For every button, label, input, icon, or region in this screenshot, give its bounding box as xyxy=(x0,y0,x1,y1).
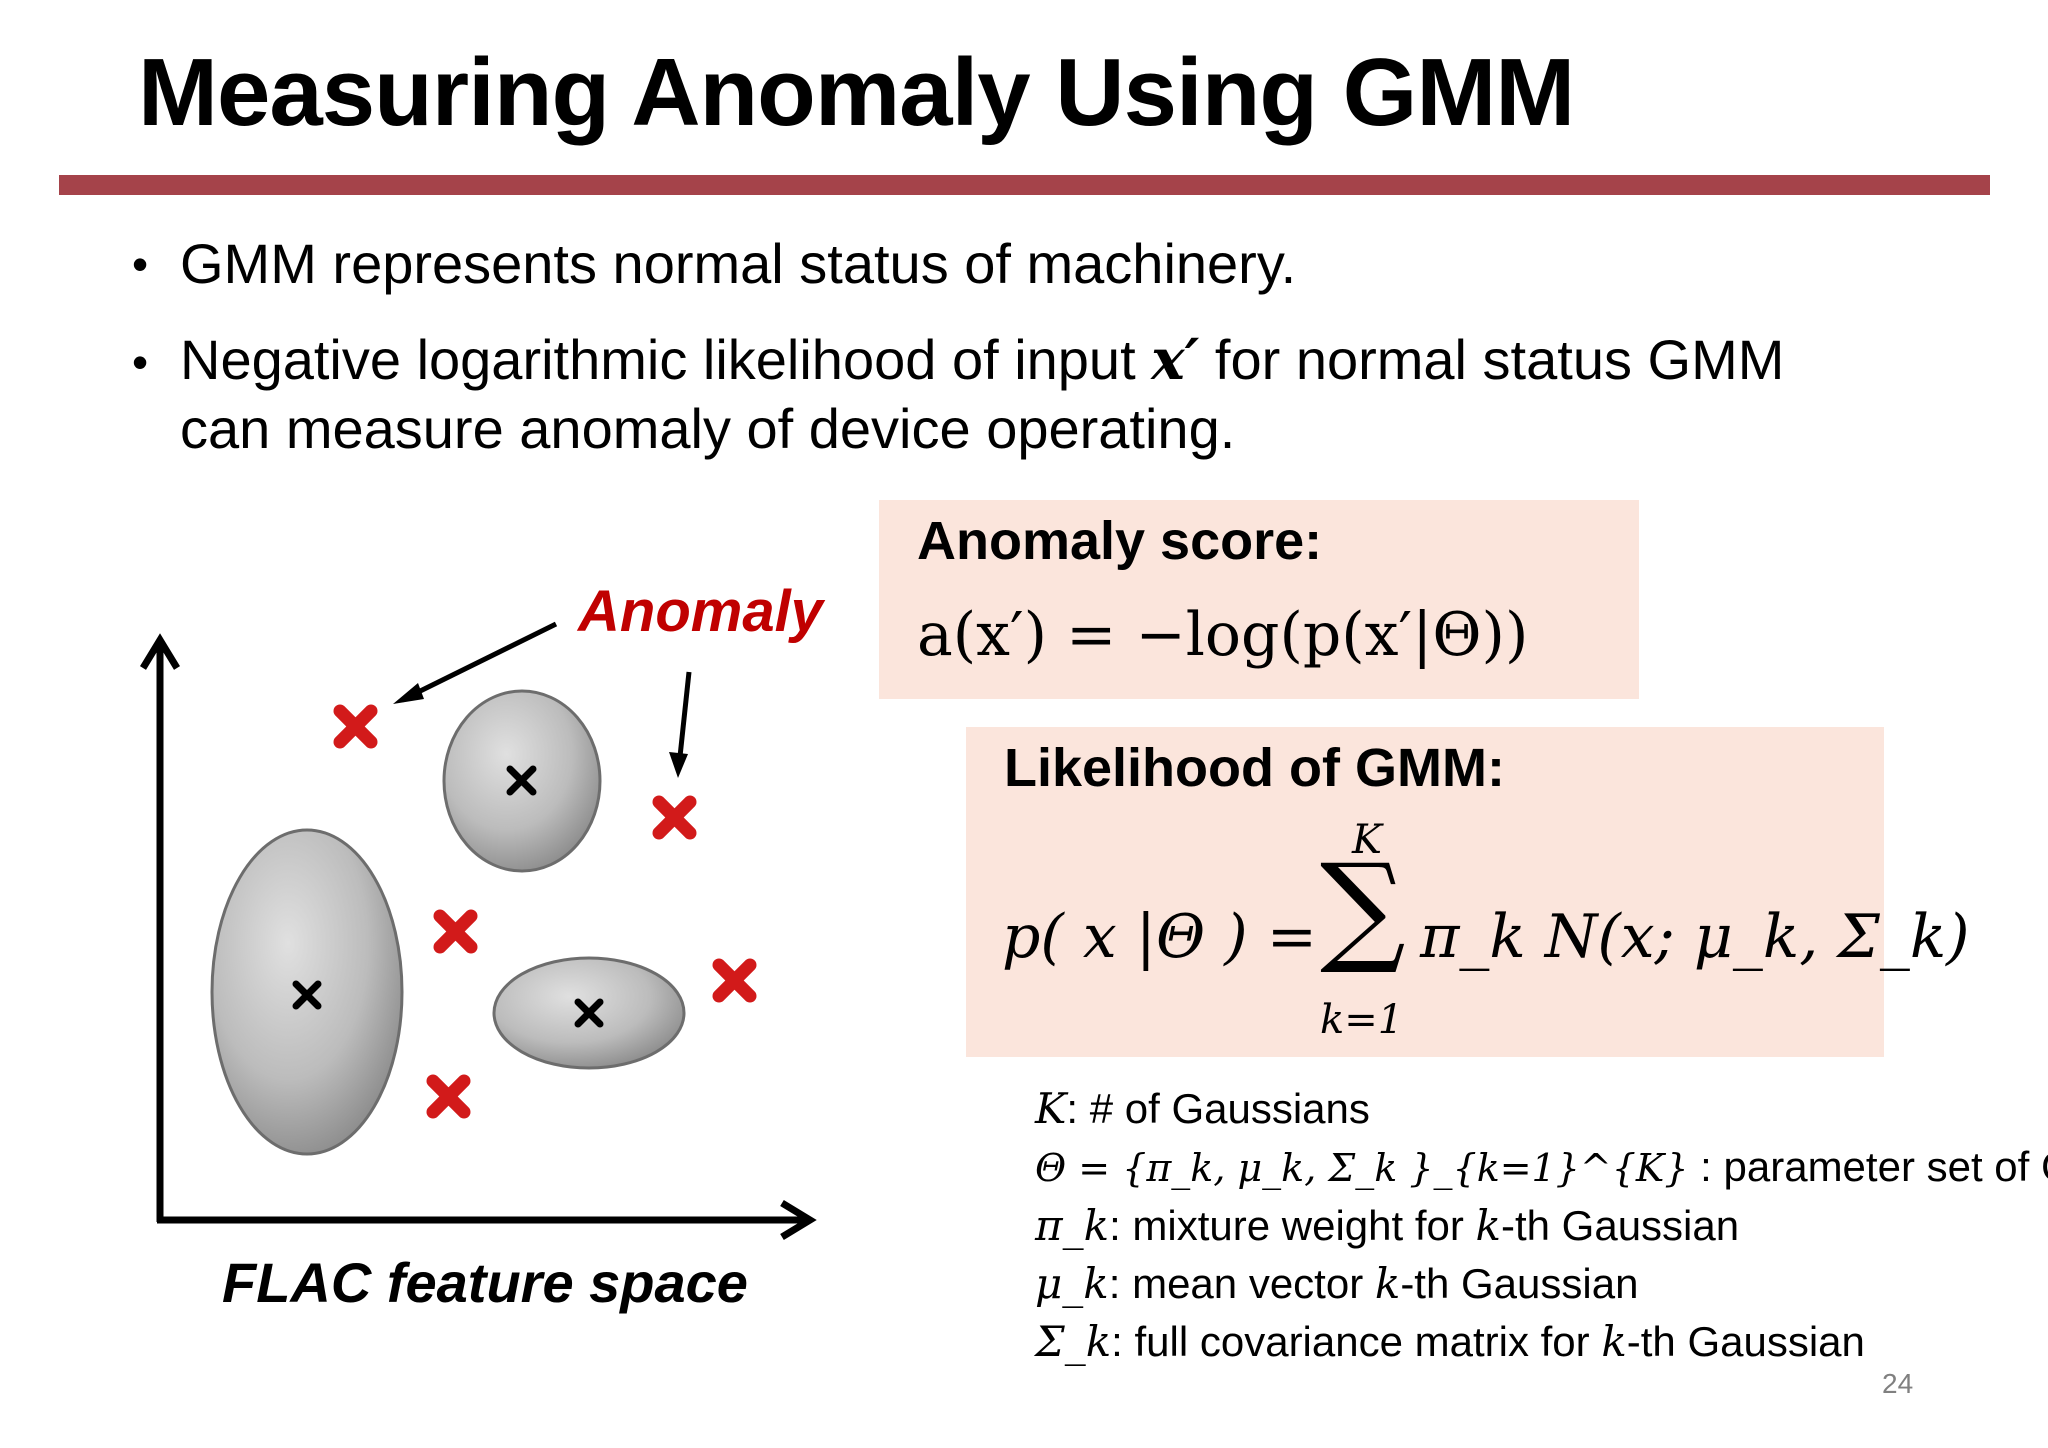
anomaly-x-icon xyxy=(433,909,478,954)
definition-text: : # of Gaussians xyxy=(1066,1085,1370,1132)
cluster-center-icon xyxy=(292,980,322,1010)
input-variable: x′ xyxy=(1151,327,1200,393)
definition-text: : parameter set of GMM xyxy=(1700,1143,2048,1190)
definition-var: k xyxy=(1475,1201,1501,1250)
definition-symbol: K xyxy=(1035,1084,1067,1133)
definition-symbol: π_k xyxy=(1035,1201,1110,1250)
definition-var: k xyxy=(1374,1259,1401,1308)
sum-symbol: ∑ xyxy=(1320,839,1406,978)
anomaly-score-label: Anomaly score: xyxy=(917,511,1323,571)
arrowhead-left xyxy=(393,683,424,704)
anomaly-x-icon xyxy=(652,795,697,840)
x-axis-arrowhead xyxy=(780,1200,817,1240)
anomaly-x-icon xyxy=(426,1074,471,1119)
feature-space-caption: FLAC feature space xyxy=(222,1251,748,1314)
definition-row: K: # of Gaussians xyxy=(1035,1080,2048,1138)
bullet-text-1: GMM represents normal status of machiner… xyxy=(180,232,1297,295)
likelihood-rhs: π_k N(x; μ_k, Σ_k) xyxy=(1420,902,1970,972)
anomaly-x-icon xyxy=(333,704,378,749)
anomaly-score-box: Anomaly score: a(x′) = −log(p(x′|Θ)) xyxy=(879,500,1639,699)
definition-text: -th Gaussian xyxy=(1400,1260,1639,1307)
sum-upper-limit: K xyxy=(1352,817,1382,863)
definition-text: : full covariance matrix for xyxy=(1111,1318,1602,1365)
likelihood-lhs: p( x |Θ ) = xyxy=(1002,902,1318,972)
definition-symbol: Θ = {π_k, μ_k, Σ_k }_{k=1}^{K} xyxy=(1035,1146,1689,1190)
anomaly-x-icon xyxy=(712,958,757,1003)
definition-text: -th Gaussian xyxy=(1626,1318,1865,1365)
slide-title: Measuring Anomaly Using GMM xyxy=(138,39,1575,146)
cluster-center-icon xyxy=(506,765,537,796)
anomaly-score-formula: a(x′) = −log(p(x′|Θ)) xyxy=(917,600,1529,670)
bullet-text-2-post: for normal status GMM xyxy=(1199,328,1785,391)
definition-text: -th Gaussian xyxy=(1500,1202,1740,1249)
cluster-center-icon xyxy=(574,998,604,1028)
page-number: 24 xyxy=(1882,1368,1914,1399)
definition-text: : mixture weight for xyxy=(1109,1202,1476,1249)
bullet-text-2-pre: Negative logarithmic likelihood of input xyxy=(180,328,1152,391)
y-axis-arrowhead xyxy=(140,633,180,670)
anomaly-pointer-arrows xyxy=(393,621,692,778)
definition-var: k xyxy=(1601,1317,1627,1366)
bullet-marker: • xyxy=(132,336,149,388)
definition-symbol: μ_k xyxy=(1035,1259,1109,1308)
anomaly-markers xyxy=(333,704,757,1119)
bullet-text-2-line2: can measure anomaly of device operating. xyxy=(180,397,1236,460)
definition-row: Σ_k: full covariance matrix for k-th Gau… xyxy=(1035,1313,2048,1371)
bullet-marker: • xyxy=(132,238,149,290)
definition-symbol: Σ_k xyxy=(1035,1317,1112,1366)
definition-text: : mean vector xyxy=(1108,1260,1375,1307)
axes xyxy=(140,633,817,1240)
arrow-down xyxy=(676,671,692,767)
bullet-text-2: Negative logarithmic likelihood of input… xyxy=(180,326,1784,394)
arrow-left xyxy=(400,621,558,703)
definitions-list: K: # of Gaussians Θ = {π_k, μ_k, Σ_k }_{… xyxy=(1035,1080,2048,1371)
sum-lower-limit: k=1 xyxy=(1320,997,1404,1043)
arrowhead-down xyxy=(669,752,688,778)
definition-row: μ_k: mean vector k-th Gaussian xyxy=(1035,1255,2048,1313)
definition-row: π_k: mixture weight for k-th Gaussian xyxy=(1035,1197,2048,1255)
title-rule xyxy=(59,175,1990,195)
definition-row: Θ = {π_k, μ_k, Σ_k }_{k=1}^{K} : paramet… xyxy=(1035,1138,2048,1197)
cluster-centers xyxy=(292,765,604,1028)
anomaly-label: Anomaly xyxy=(578,579,823,644)
likelihood-label: Likelihood of GMM: xyxy=(1004,738,1505,798)
likelihood-box: Likelihood of GMM: p( x |Θ ) = K ∑ k=1 π… xyxy=(966,727,1970,1057)
